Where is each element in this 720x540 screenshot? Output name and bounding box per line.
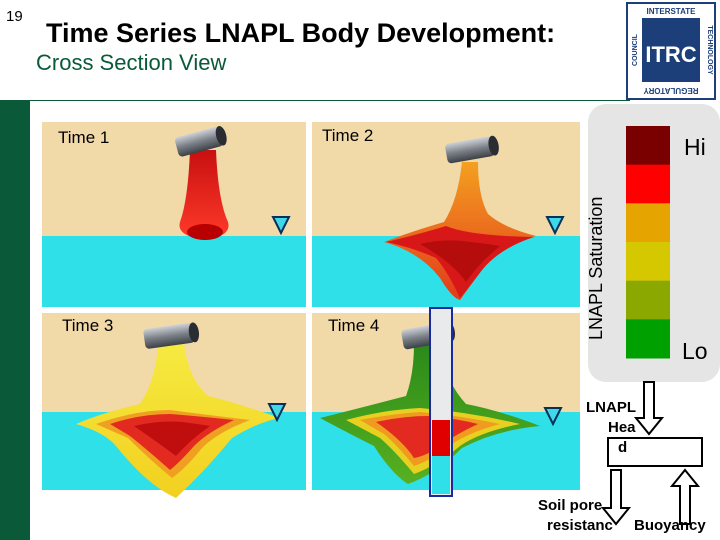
panel-time-4 — [320, 307, 563, 497]
legend-swatch — [626, 164, 670, 204]
legend-swatch — [626, 319, 670, 359]
legend-low-label: Lo — [682, 338, 708, 364]
page-title: Time Series LNAPL Body Development: — [46, 18, 556, 48]
legend-swatch — [626, 203, 670, 243]
resistance-label-line-2: resistanc — [547, 517, 613, 534]
legend-high-label: Hi — [684, 134, 706, 160]
buoyancy-arrow-icon — [669, 468, 701, 525]
panel-label-time-4: Time 4 — [328, 316, 380, 335]
slide-number: 19 — [6, 8, 23, 25]
legend-swatch — [626, 280, 670, 320]
legend-swatch — [626, 242, 670, 282]
legend-swatch — [626, 126, 670, 166]
panel-time-3 — [76, 322, 287, 498]
logo-center-text: ITRC — [645, 42, 696, 67]
head-label-line-1: LNAPL — [586, 399, 636, 416]
logo-top-text: INTERSTATE — [646, 7, 696, 16]
itrc-logo: ITRC INTERSTATE REGULATORY TECHNOLOGY CO… — [626, 2, 716, 100]
left-accent-bar — [0, 100, 30, 540]
saturation-legend — [588, 104, 720, 382]
panel-time-1 — [175, 126, 291, 240]
title-divider — [30, 100, 630, 101]
head-label-line-3: d — [618, 439, 628, 456]
legend-title: LNAPL Saturation — [586, 196, 606, 340]
resistance-label-line-1: Soil pore — [538, 497, 603, 514]
panel-time-2 — [384, 135, 565, 300]
logo-bottom-text: REGULATORY — [643, 86, 699, 95]
panel-label-time-1: Time 1 — [58, 128, 110, 147]
logo-right-text: TECHNOLOGY — [706, 25, 713, 75]
lnapl-body-box — [607, 437, 703, 467]
logo-left-text: COUNCIL — [632, 33, 639, 66]
head-label-line-2: Hea — [608, 419, 636, 436]
head-arrow-icon — [633, 381, 665, 436]
force-diagram — [600, 381, 703, 526]
panel-label-time-2: Time 2 — [322, 126, 374, 145]
resistance-arrow-icon — [600, 469, 632, 526]
legend-swatch-group — [626, 126, 670, 359]
page-subtitle: Cross Section View — [36, 50, 227, 75]
buoyancy-label: Buoyancy — [634, 517, 706, 534]
panel-label-time-3: Time 3 — [62, 316, 114, 335]
